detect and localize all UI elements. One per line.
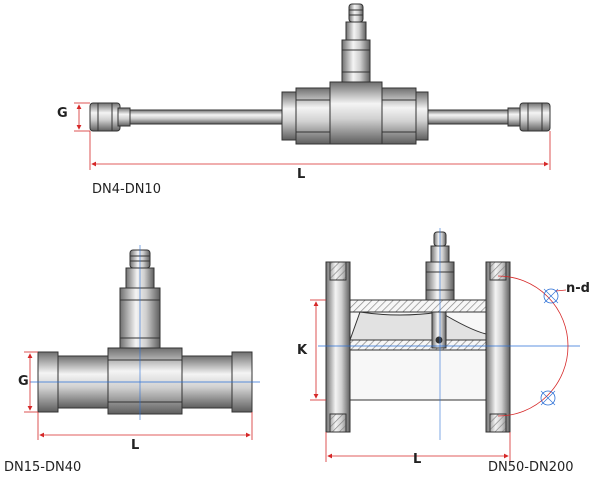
caption-dn4-dn10: DN4-DN10: [92, 182, 161, 197]
meter-dn50-dn200: [325, 231, 511, 433]
bolt-circle: [497, 275, 569, 417]
dims-dn4-dn10: [74, 102, 551, 170]
dim-l-label-left: L: [131, 438, 140, 453]
dims-dn50-dn200: [310, 299, 511, 462]
dim-l-label-top: L: [297, 167, 306, 182]
dim-l-label-right: L: [413, 452, 422, 467]
meter-dn15-dn40: [37, 249, 253, 415]
caption-dn15-dn40: DN15-DN40: [4, 460, 82, 475]
dim-k-label-right: K: [297, 343, 308, 358]
meter-dn4-dn10: [89, 3, 551, 145]
bolt-hole-top: [543, 288, 559, 304]
dim-nd-label: n-d: [566, 281, 590, 296]
dim-g-label-top: G: [57, 106, 68, 121]
dims-dn15-dn40: [24, 351, 253, 440]
dim-g-label-left: G: [18, 374, 29, 389]
caption-dn50-dn200: DN50-DN200: [488, 460, 574, 475]
bolt-hole-bottom: [540, 390, 556, 406]
